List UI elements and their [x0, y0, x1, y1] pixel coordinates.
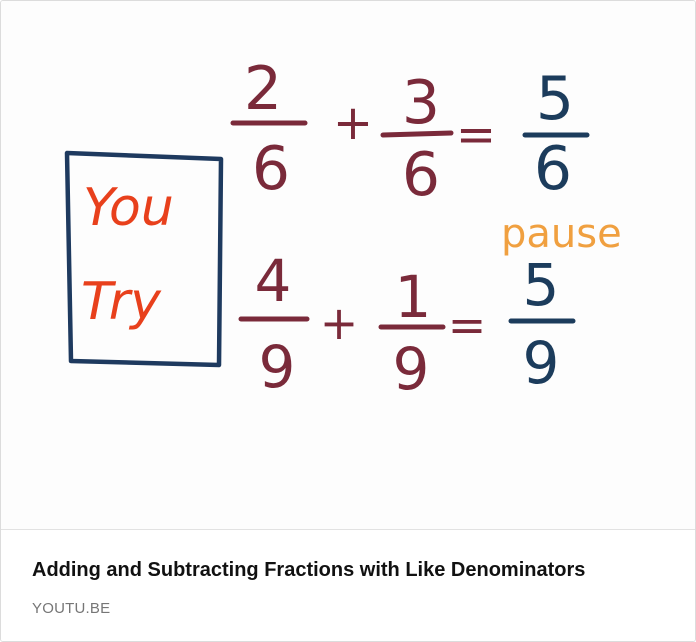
you-label: You — [83, 178, 174, 238]
eq2-numerator-a: 4 — [255, 247, 292, 315]
equation-2: 4 9 + 1 9 = 5 9 — [238, 247, 576, 403]
eq1-fraction-bar-b — [380, 130, 454, 138]
eq1-numerator-a: 2 — [244, 54, 282, 124]
link-metadata[interactable]: Adding and Subtracting Fractions with Li… — [1, 530, 695, 641]
whiteboard-drawing: You Try 2 6 + 3 6 = 5 6 pause 4 — [64, 54, 622, 403]
you-try-box — [64, 150, 224, 368]
eq1-denominator-b: 6 — [402, 140, 440, 210]
eq1-result-denominator: 6 — [534, 134, 572, 204]
equation-1: 2 6 + 3 6 = 5 6 — [230, 54, 590, 210]
try-label: Try — [81, 272, 162, 332]
eq2-plus-sign: + — [320, 296, 359, 350]
eq1-result-numerator: 5 — [536, 64, 574, 134]
eq1-plus-sign: + — [333, 95, 373, 151]
link-domain: YOUTU.BE — [32, 600, 111, 617]
eq2-denominator-a: 9 — [259, 333, 296, 401]
eq2-denominator-b: 9 — [393, 335, 430, 403]
eq1-denominator-a: 6 — [252, 134, 290, 204]
eq2-numerator-b: 1 — [395, 263, 432, 331]
video-thumbnail[interactable]: You Try 2 6 + 3 6 = 5 6 pause 4 — [1, 1, 695, 530]
link-title[interactable]: Adding and Subtracting Fractions with Li… — [32, 559, 586, 581]
eq1-numerator-b: 3 — [402, 68, 440, 138]
pause-note: pause — [501, 211, 622, 257]
eq2-result-denominator: 9 — [523, 329, 560, 397]
eq2-result-numerator: 5 — [523, 251, 560, 319]
eq2-equals-sign: = — [448, 298, 487, 352]
eq1-equals-sign: = — [456, 107, 496, 163]
